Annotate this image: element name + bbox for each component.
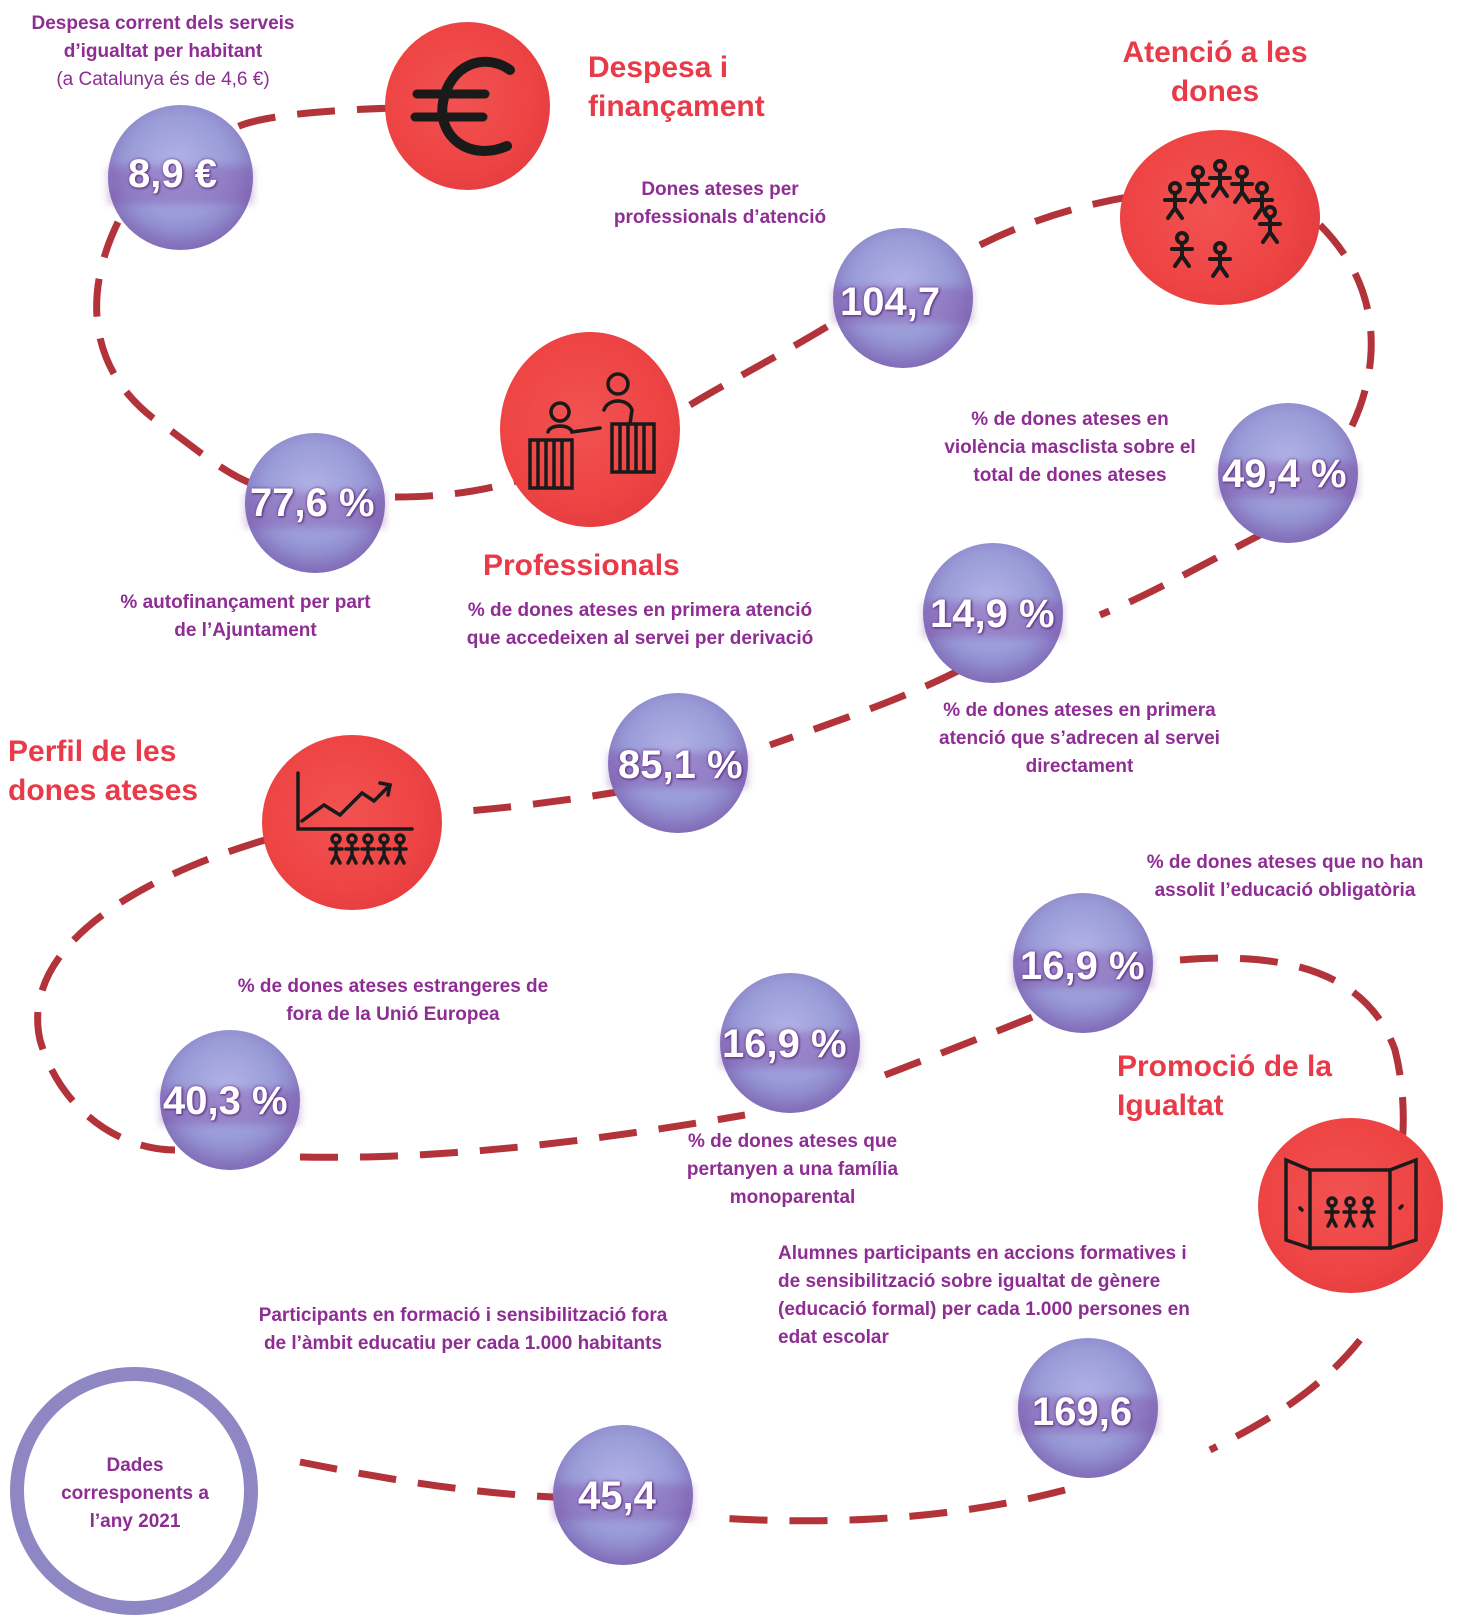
promocio-heading: Promoció de la Igualtat — [1117, 1050, 1333, 1122]
alumnes-bubble — [1018, 1338, 1158, 1478]
dones-per-professional-bubble — [833, 228, 973, 368]
acces-derivacio-label: % de dones ateses en primera atenció que… — [466, 600, 814, 649]
participants-fora-label: Participants en formació i sensibilitzac… — [258, 1305, 668, 1354]
route-segment-149-to-851 — [768, 666, 962, 749]
atencio-heading: Atenció a les dones — [1122, 36, 1308, 108]
route-segment-169a-to-169b — [883, 1006, 1052, 1079]
professionals-at-desks-icon — [528, 372, 656, 490]
route-segment-promocio-to-1696 — [1208, 1337, 1363, 1454]
route-segment-104-to-atencio — [978, 188, 1161, 249]
promocio-blob — [1258, 1118, 1443, 1293]
estrangeres-label: % de dones ateses estrangeres de fora de… — [237, 976, 549, 1025]
dones-per-professional-value: 104,7 — [840, 280, 941, 324]
estrangeres-value: 40,3 % — [163, 1079, 288, 1123]
euro-icon — [410, 56, 515, 156]
alumnes-label: Alumnes participants en accions formativ… — [778, 1243, 1190, 1348]
route-segment-perfil-loop — [34, 836, 266, 1154]
acces-derivacio-value: 85,1 % — [618, 743, 743, 787]
despesa-blob — [385, 22, 550, 190]
autofinancament-value: 77,6 % — [250, 481, 375, 525]
professionals-heading: Professionals — [483, 549, 680, 582]
sense-educacio-label: % de dones ateses que no han assolit l’e… — [1146, 852, 1424, 901]
route-segment-403-to-169a — [299, 1111, 746, 1161]
participants-fora-value: 45,4 — [578, 1474, 656, 1518]
perfil-heading: Perfil de les dones ateses — [8, 735, 199, 807]
sense-educacio-bubble — [1013, 893, 1153, 1033]
sense-educacio-value: 16,9 % — [1020, 944, 1145, 988]
route-segment-atencio-to-494 — [1317, 222, 1375, 432]
route-segment-169b-to-promocio — [1179, 954, 1407, 1161]
dones-per-professional-label: Dones ateses per professionals d’atenció — [613, 179, 827, 228]
route-segment-top — [233, 104, 396, 132]
violencia-masclista-value: 49,4 % — [1222, 452, 1347, 496]
estrangeres-bubble — [160, 1030, 300, 1170]
despesa-habitant-value: 8,9 € — [128, 152, 217, 196]
despesa-habitant-note: (a Catalunya és de 4,6 €) — [56, 69, 270, 90]
route-segment-prof-to-104 — [688, 302, 864, 409]
alumnes-value: 169,6 — [1032, 1390, 1133, 1434]
acces-directe-value: 14,9 % — [930, 592, 1055, 636]
violencia-masclista-bubble — [1218, 403, 1358, 543]
professionals-blob — [500, 332, 680, 527]
route-segment-autofin-to-prof — [394, 476, 522, 501]
perfil-blob — [262, 735, 442, 910]
open-doors-icon — [1284, 1157, 1418, 1251]
monoparental-value: 16,9 % — [722, 1022, 847, 1066]
route-segment-454-to-ring — [299, 1458, 576, 1502]
autofinancament-label: % autofinançament per part de l’Ajuntame… — [120, 592, 371, 641]
autofinancament-bubble — [245, 433, 385, 573]
circle-of-people-icon — [1163, 159, 1282, 278]
despesa-habitant-label: Despesa corrent dels serveis d’igualtat … — [31, 13, 295, 90]
year-note: Dades corresponents a l’any 2021 — [61, 1455, 209, 1532]
route-segment-left-loop — [93, 220, 276, 494]
acces-directe-bubble — [923, 543, 1063, 683]
despesa-heading: Despesa i finançament — [588, 51, 765, 123]
rising-chart-with-people-icon — [296, 771, 414, 865]
route-segment-494-to-149 — [1098, 526, 1272, 619]
route-segment-1696-to-454 — [719, 1486, 1066, 1525]
acces-directe-label: % de dones ateses en primera atenció que… — [939, 700, 1220, 777]
violencia-masclista-label: % de dones ateses en violència masclista… — [944, 409, 1196, 486]
acces-derivacio-bubble — [608, 693, 748, 833]
despesa-habitant-bubble — [108, 105, 253, 250]
route-segment-851-to-perfil — [454, 786, 631, 816]
monoparental-bubble — [720, 973, 860, 1113]
participants-fora-bubble — [553, 1425, 693, 1565]
monoparental-label: % de dones ateses que pertanyen a una fa… — [686, 1131, 899, 1208]
atencio-blob — [1120, 130, 1320, 305]
